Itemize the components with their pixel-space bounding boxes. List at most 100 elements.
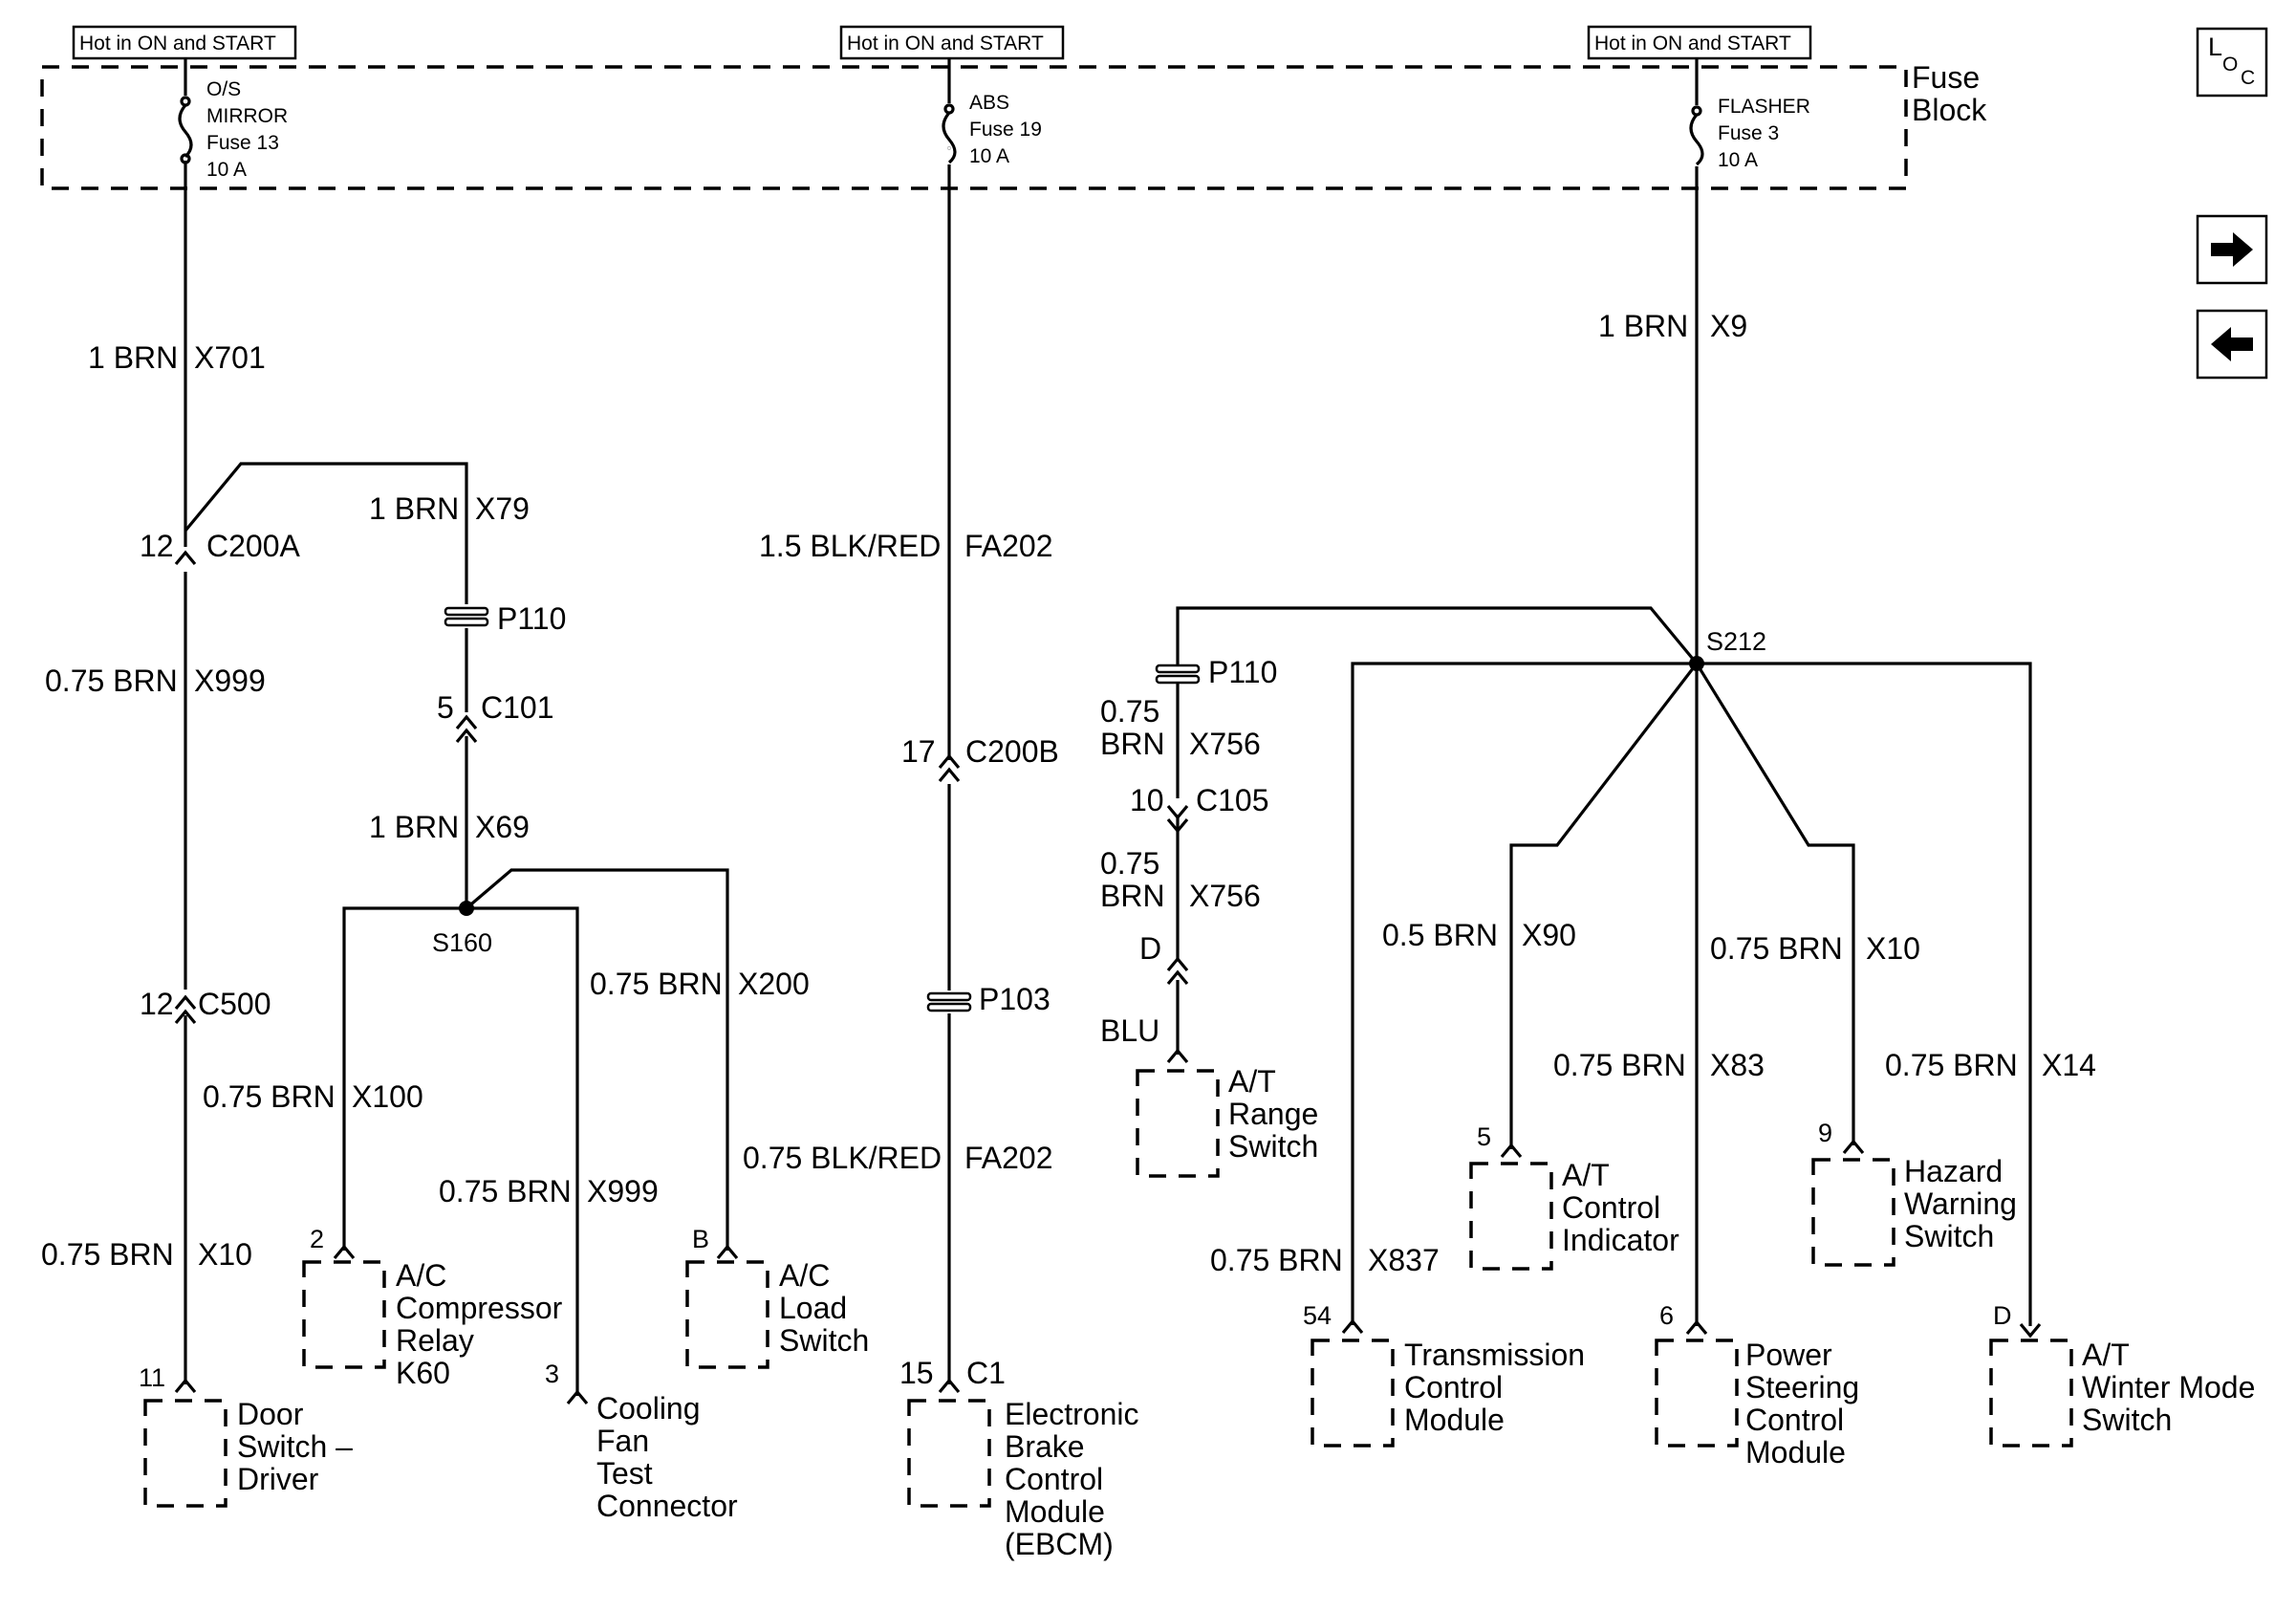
svg-text:Connector: Connector	[596, 1489, 738, 1523]
cooling-fan-test-connector: 3 Cooling Fan Test Connector	[545, 1360, 738, 1523]
x83-circuit: X83	[1710, 1048, 1765, 1082]
hot-label-1: Hot in ON and START	[72, 25, 297, 60]
hot-label-3: Hot in ON and START	[1587, 25, 1812, 60]
svg-text:O/S: O/S	[206, 78, 241, 100]
power-steering-control-module: 6 Power Steering Control Module	[1655, 1301, 1859, 1469]
fa202a-circuit: FA202	[964, 529, 1053, 563]
x200-circuit: X200	[738, 967, 810, 1001]
x69-circuit: X69	[475, 810, 530, 844]
x701-circuit: X701	[194, 340, 266, 375]
transmission-control-module: 54 Transmission Control Module	[1303, 1301, 1585, 1448]
svg-text:10 A: 10 A	[1718, 149, 1758, 171]
next-page-button[interactable]	[2196, 214, 2268, 285]
svg-text:54: 54	[1303, 1301, 1332, 1330]
svg-text:FLASHER: FLASHER	[1718, 96, 1810, 118]
blu-wire-label: BLU	[1100, 1013, 1159, 1048]
c101-pin: 5	[437, 690, 454, 725]
ac-compressor-relay: 2 A/C Compressor Relay K60	[302, 1225, 563, 1390]
x14-circuit: X14	[2042, 1048, 2096, 1082]
fa202b-gauge: 0.75 BLK/RED	[743, 1141, 942, 1175]
svg-text:Driver: Driver	[237, 1462, 319, 1496]
svg-text:O: O	[2222, 54, 2238, 76]
x14-gauge: 0.75 BRN	[1885, 1048, 2018, 1082]
x200-gauge: 0.75 BRN	[590, 967, 723, 1001]
svg-text:Load: Load	[779, 1291, 847, 1325]
svg-text:A/T: A/T	[2082, 1338, 2130, 1372]
at-winter-mode-switch: D A/T Winter Mode Switch	[1989, 1301, 2255, 1448]
x999a-circuit: X999	[194, 664, 266, 698]
fuse-block-outline	[40, 65, 1908, 190]
svg-text:Control: Control	[1562, 1190, 1660, 1225]
s160-splice	[459, 901, 474, 916]
svg-text:Brake: Brake	[1005, 1429, 1085, 1464]
fuse-block-label-1: Fuse	[1912, 60, 1980, 95]
fuse-13: O/S MIRROR Fuse 13 10 A	[178, 58, 288, 181]
fuse-19: ABS Fuse 19 10 A	[942, 58, 1042, 167]
x9-gauge: 1 BRN	[1598, 309, 1688, 343]
svg-text:D: D	[1993, 1301, 2012, 1330]
c1-name: C1	[966, 1356, 1006, 1390]
svg-text:Switch –: Switch –	[237, 1429, 353, 1464]
svg-text:Control: Control	[1745, 1403, 1844, 1437]
svg-text:Switch: Switch	[1228, 1129, 1318, 1164]
d-connector-pin: D	[1139, 931, 1161, 966]
svg-text:Fan: Fan	[596, 1424, 649, 1458]
x756a-circuit: X756	[1189, 727, 1261, 761]
svg-text:A/C: A/C	[396, 1258, 446, 1293]
x9-circuit: X9	[1710, 309, 1747, 343]
svg-text:Range: Range	[1228, 1097, 1318, 1131]
p110-right-connector	[1155, 664, 1201, 685]
svg-text:Control: Control	[1005, 1462, 1103, 1496]
svg-text:Module: Module	[1005, 1494, 1105, 1529]
svg-text:Steering: Steering	[1745, 1370, 1859, 1404]
svg-text:Fuse 19: Fuse 19	[969, 119, 1042, 141]
svg-text:Module: Module	[1745, 1435, 1846, 1469]
s212-label: S212	[1706, 627, 1766, 656]
svg-text:B: B	[692, 1225, 709, 1253]
c1-pin: 15	[899, 1356, 934, 1390]
x79-gauge: 1 BRN	[369, 491, 459, 526]
x999b-gauge: 0.75 BRN	[439, 1174, 572, 1208]
x10a-circuit: X10	[198, 1237, 252, 1272]
svg-text:Compressor: Compressor	[396, 1291, 563, 1325]
svg-text:Indicator: Indicator	[1562, 1223, 1679, 1257]
svg-text:Control: Control	[1404, 1370, 1503, 1404]
x999b-circuit: X999	[587, 1174, 659, 1208]
x69-gauge: 1 BRN	[369, 810, 459, 844]
svg-text:3: 3	[545, 1360, 559, 1388]
svg-text:C: C	[2241, 67, 2255, 89]
arrow-left-icon	[2211, 327, 2253, 361]
left-circuit-wires	[174, 161, 739, 1405]
svg-text:Test: Test	[596, 1456, 653, 1491]
svg-text:Electronic: Electronic	[1005, 1397, 1139, 1431]
x756a-gauge-1: 0.75	[1100, 694, 1159, 729]
x10a-gauge: 0.75 BRN	[41, 1237, 174, 1272]
previous-page-button[interactable]	[2196, 309, 2268, 380]
svg-text:(EBCM): (EBCM)	[1005, 1527, 1114, 1561]
s160-label: S160	[432, 928, 492, 957]
location-button[interactable]: L O C	[2196, 27, 2268, 98]
p110-right-label: P110	[1208, 655, 1277, 689]
svg-text:A/T: A/T	[1562, 1158, 1610, 1192]
at-control-indicator: 5 A/T Control Indicator	[1469, 1122, 1679, 1271]
ebcm-module: Electronic Brake Control Module (EBCM)	[907, 1397, 1139, 1561]
svg-text:Transmission: Transmission	[1404, 1338, 1585, 1372]
s212-splice	[1689, 656, 1704, 671]
fa202b-circuit: FA202	[964, 1141, 1053, 1175]
p103-label: P103	[979, 982, 1051, 1016]
x999a-gauge: 0.75 BRN	[45, 664, 178, 698]
x837-circuit: X837	[1368, 1243, 1440, 1277]
c105-name: C105	[1196, 783, 1269, 817]
svg-text:10 A: 10 A	[206, 159, 247, 181]
svg-text:A/C: A/C	[779, 1258, 830, 1293]
svg-text:11: 11	[139, 1363, 165, 1392]
c500-name: C500	[198, 987, 271, 1021]
x756a-gauge-2: BRN	[1100, 727, 1165, 761]
fuse-3: FLASHER Fuse 3 10 A	[1689, 58, 1810, 171]
svg-text:Hazard: Hazard	[1904, 1154, 2003, 1188]
svg-text:9: 9	[1818, 1119, 1832, 1147]
svg-text:Power: Power	[1745, 1338, 1832, 1372]
svg-text:Module: Module	[1404, 1403, 1505, 1437]
svg-text:Cooling: Cooling	[596, 1391, 701, 1426]
